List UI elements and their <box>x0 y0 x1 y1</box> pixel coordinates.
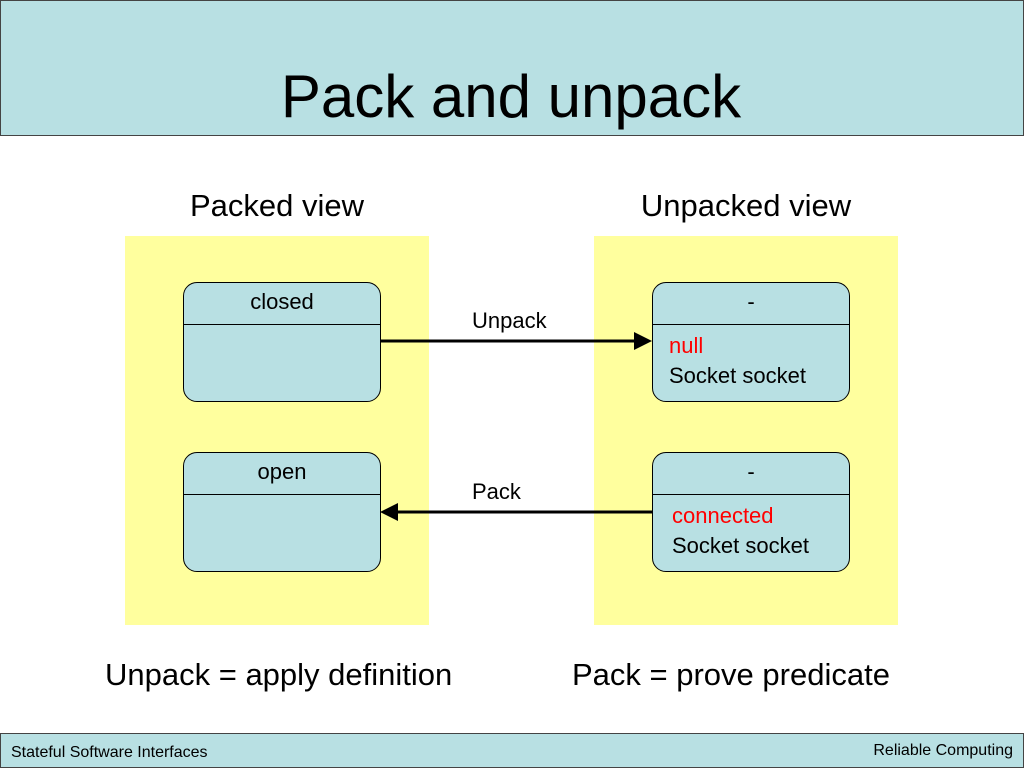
predicate-connected: connected <box>672 503 774 528</box>
state-unpacked-null: - null Socket socket <box>652 282 850 402</box>
pack-arrow-label: Pack <box>472 479 521 504</box>
state-unpacked-connected-name: - <box>653 453 849 495</box>
state-unpacked-null-name: - <box>653 283 849 325</box>
field-socket-2: Socket socket <box>672 533 809 558</box>
state-closed-name: closed <box>184 283 380 325</box>
slide-title: Pack and unpack <box>280 63 742 130</box>
unpack-arrow-label: Unpack <box>472 308 547 333</box>
state-unpacked-connected: - connected Socket socket <box>652 452 850 572</box>
state-open-name: open <box>184 453 380 495</box>
caption-unpack-definition: Unpack = apply definition <box>105 657 453 692</box>
footer-left-text: Stateful Software Interfaces <box>11 744 208 761</box>
unpacked-view-heading: Unpacked view <box>640 188 852 223</box>
footer-right-text: Reliable Computing <box>873 742 1013 759</box>
state-open: open <box>183 452 381 572</box>
caption-pack-predicate: Pack = prove predicate <box>572 657 890 692</box>
state-unpacked-null-body: null Socket socket <box>669 331 806 391</box>
pack-arrowhead <box>380 503 398 521</box>
predicate-null: null <box>669 333 704 358</box>
unpack-arrowhead <box>634 332 652 350</box>
packed-view-heading: Packed view <box>189 188 365 223</box>
state-unpacked-connected-body: connected Socket socket <box>672 501 809 561</box>
title-bar <box>0 0 1024 136</box>
footer-bar: Stateful Software Interfaces Reliable Co… <box>0 733 1024 768</box>
field-socket-1: Socket socket <box>669 363 806 388</box>
